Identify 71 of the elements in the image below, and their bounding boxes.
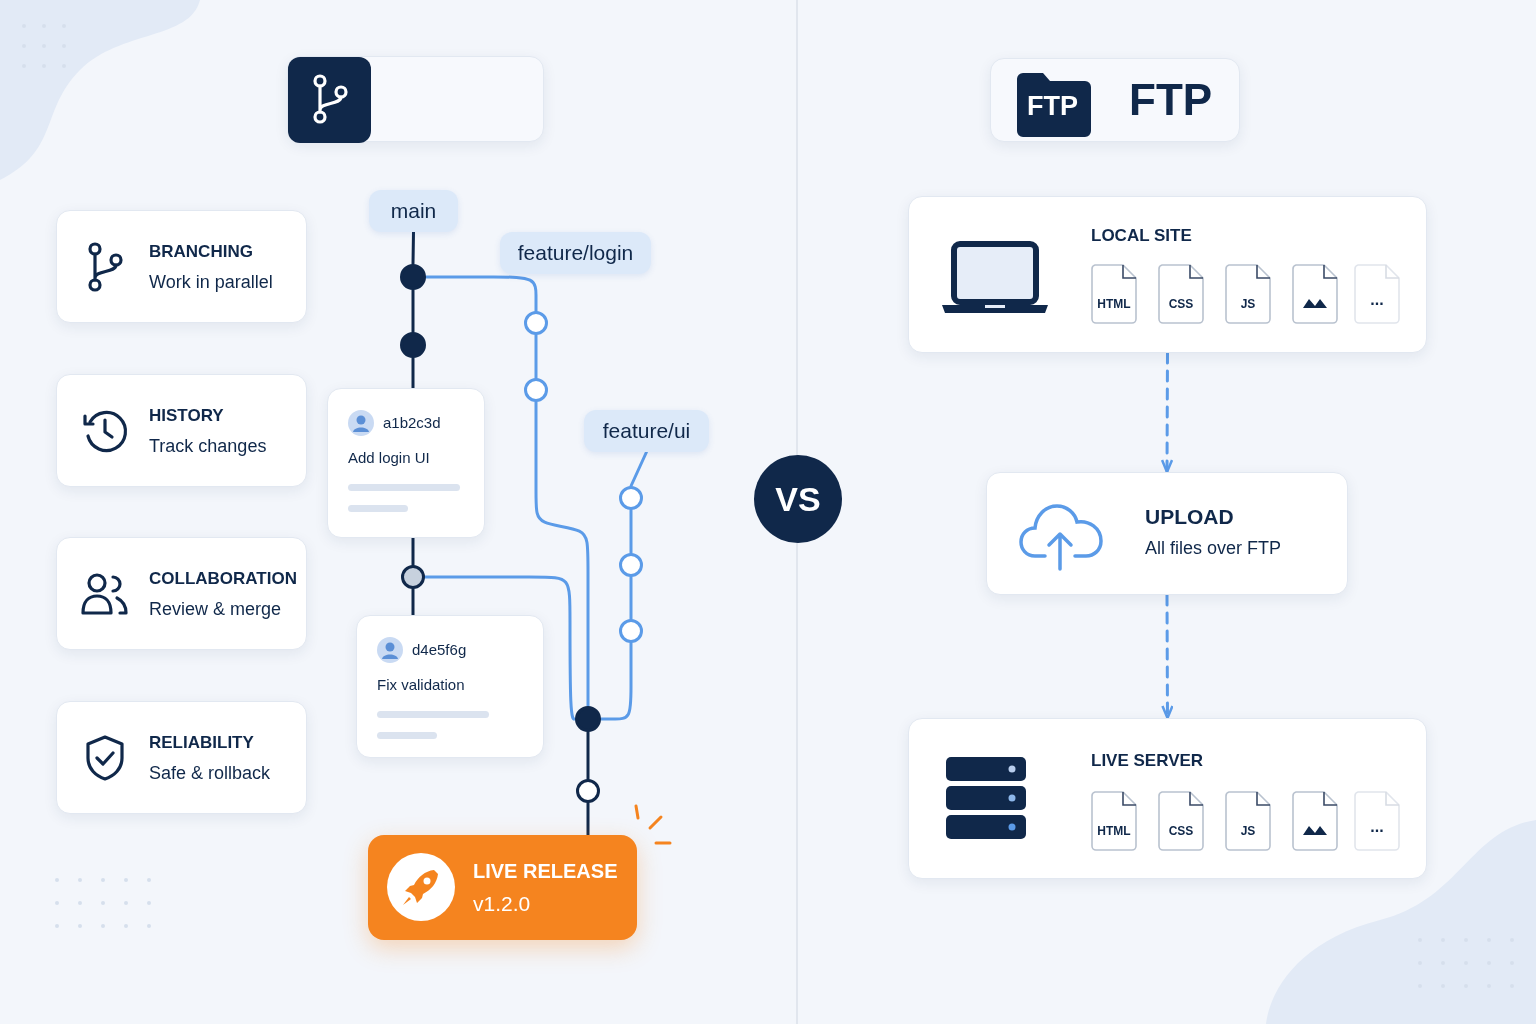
card-subtitle: Safe & rollback (149, 763, 271, 784)
header-title: FTP (1129, 75, 1213, 125)
branch-line (534, 400, 590, 708)
card-subtitle: Track changes (149, 436, 267, 457)
file-type-label: JS (1239, 296, 1257, 312)
release-card (368, 835, 637, 940)
branch-tag: feature/ui (584, 410, 709, 452)
commit-hash: d4e5f6g (412, 641, 467, 658)
commit-hash: a1b2c3d (383, 414, 441, 431)
file-type-label: CSS (1167, 296, 1195, 312)
commit-message: Fix validation (377, 676, 465, 693)
commit-dot (400, 264, 426, 290)
commit-dot (400, 332, 426, 358)
feature-card (56, 701, 307, 814)
card-title: BRANCHING (149, 242, 253, 262)
branch-line (629, 450, 648, 488)
branch-line (411, 230, 415, 266)
branch-line (586, 730, 590, 781)
feature-card (56, 537, 307, 650)
branch-line (629, 508, 633, 555)
card-title: UPLOAD (1145, 505, 1234, 529)
panel-title: LOCAL SITE (1091, 226, 1192, 246)
panel-title: LIVE SERVER (1091, 751, 1204, 771)
commit-dot (619, 486, 643, 510)
branch-line (423, 575, 577, 721)
branch-tag: main (369, 190, 458, 232)
card-title: HISTORY (149, 406, 224, 426)
release-title: LIVE RELEASE (473, 860, 618, 883)
card-title: RELIABILITY (149, 733, 254, 753)
file-type-label: JS (1239, 823, 1257, 839)
commit-dot (524, 378, 548, 402)
file-type-label: HTML (1096, 296, 1132, 312)
arrow (1160, 351, 1174, 474)
commit-card (327, 388, 485, 538)
commit-dot (401, 565, 425, 589)
branch-line (424, 275, 538, 313)
site-panel (908, 196, 1427, 353)
card-subtitle: Work in parallel (149, 272, 273, 293)
branch-line (629, 575, 633, 621)
commit-dot (619, 619, 643, 643)
feature-card (56, 210, 307, 323)
branch-line (599, 641, 633, 721)
feature-card (56, 374, 307, 487)
header-box (990, 58, 1240, 142)
branch-line (586, 801, 590, 837)
file-type-label: CSS (1167, 823, 1195, 839)
branch-tag: feature/login (500, 232, 651, 274)
release-version: v1.2.0 (473, 892, 531, 916)
folder-label: FTP (1027, 91, 1078, 122)
arrow (1161, 593, 1174, 720)
file-type-label: HTML (1096, 823, 1132, 839)
commit-dot (524, 311, 548, 335)
header-box (287, 56, 544, 142)
branch-line (411, 587, 415, 617)
branch-line (411, 288, 415, 334)
commit-message: Add login UI (348, 449, 430, 466)
file-type-label: ... (1369, 292, 1385, 308)
file-type-label: ... (1369, 819, 1385, 835)
card-title: COLLABORATION (149, 569, 297, 589)
branch-line (411, 536, 415, 567)
commit-card (356, 615, 544, 758)
vs-badge: VS (754, 455, 842, 543)
upload-card (986, 472, 1348, 595)
branch-line (534, 333, 538, 380)
commit-dot (575, 706, 601, 732)
site-panel (908, 718, 1427, 879)
commit-dot (576, 779, 600, 803)
branch-line (411, 356, 415, 390)
card-subtitle: All files over FTP (1145, 538, 1282, 559)
card-subtitle: Review & merge (149, 599, 282, 620)
commit-dot (619, 553, 643, 577)
